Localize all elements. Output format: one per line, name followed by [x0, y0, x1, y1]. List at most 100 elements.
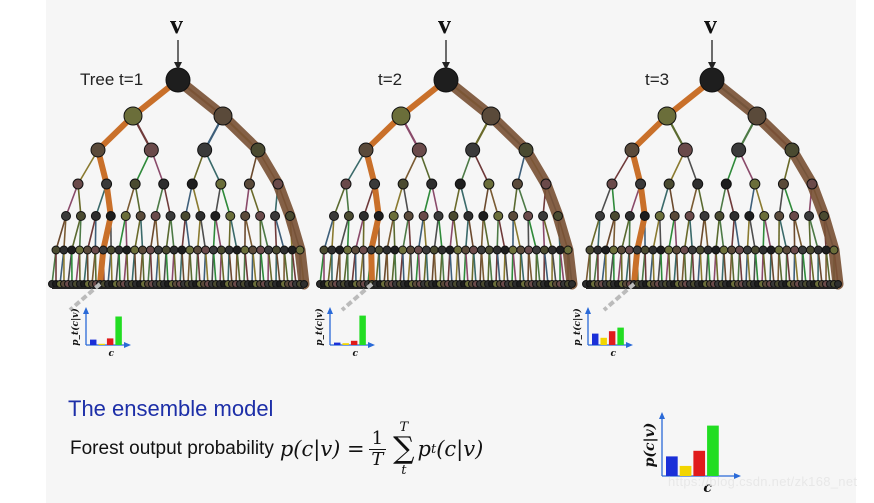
tree-node	[518, 142, 534, 158]
tree-node	[774, 245, 784, 255]
tree-1-hist-bar	[98, 343, 105, 345]
tree-edge	[512, 249, 517, 285]
formula-term: p	[417, 437, 431, 461]
tree-node	[744, 211, 755, 221]
tree-edge	[785, 249, 791, 285]
tree-node	[106, 245, 116, 255]
tree-node	[735, 245, 745, 255]
tree-edge	[683, 249, 687, 285]
tree-edge	[699, 249, 703, 285]
tree-edge	[652, 249, 655, 285]
tree-node	[256, 245, 266, 255]
sum-upper-limit: T	[399, 420, 409, 435]
tree-node	[406, 245, 416, 255]
tree-node	[358, 245, 368, 255]
tree-edge	[126, 249, 129, 285]
tree-edge	[275, 249, 281, 285]
tree-edge	[718, 215, 725, 251]
forest-hist-x-arrow	[734, 473, 741, 479]
tree-edge	[407, 215, 412, 251]
tree-edge	[441, 249, 445, 285]
tree-node	[483, 178, 495, 190]
tree-1-hist-x-label: c	[108, 349, 114, 359]
formula-fraction: 1 T	[368, 428, 387, 470]
tree-edge	[149, 215, 157, 251]
tree-edge	[527, 249, 533, 285]
tree-node	[687, 245, 697, 255]
tree-node	[478, 211, 489, 221]
tree-edge	[386, 249, 389, 285]
formula-lhs: p(c|v) =	[279, 437, 365, 461]
tree-edge	[612, 215, 616, 251]
tree-node	[398, 245, 408, 255]
tree-edge	[189, 249, 193, 285]
tree-3-hist-bar	[608, 331, 616, 345]
tree-edge	[457, 249, 461, 285]
tree-edge	[362, 249, 365, 285]
tree-node	[213, 106, 233, 126]
tree-node	[829, 245, 839, 255]
tree-edge	[196, 249, 201, 285]
tree-node	[98, 245, 108, 255]
tree-edge	[118, 249, 121, 285]
input-arrow-head	[708, 62, 716, 70]
tree-edge	[703, 215, 709, 251]
tree-node	[511, 178, 523, 190]
tree-node	[677, 142, 693, 158]
tree-node	[555, 245, 565, 255]
tree-edge	[459, 183, 470, 217]
tree-node	[208, 245, 218, 255]
formula-term-subscript: t	[430, 441, 437, 457]
tree-node	[101, 178, 113, 190]
tree-node	[145, 245, 155, 255]
tree-node	[90, 245, 100, 255]
tree-edge	[723, 249, 727, 285]
forest-hist-bar	[679, 465, 692, 476]
tree-edge	[527, 215, 530, 251]
tree-1-hist-bar	[106, 338, 114, 345]
tree-edge	[354, 215, 365, 251]
tree-edge	[392, 183, 404, 217]
tree-edge	[196, 215, 202, 251]
tree-node	[369, 178, 381, 190]
tree-edge	[184, 215, 191, 251]
tree-node	[758, 245, 768, 255]
tree-edge	[496, 215, 500, 251]
tree-node	[492, 245, 502, 255]
tree-edge	[394, 249, 397, 285]
tree-node	[143, 142, 159, 158]
tree-node	[524, 245, 534, 255]
tree-edge	[86, 249, 89, 285]
tree-node	[75, 245, 85, 255]
tree-node	[215, 178, 227, 190]
tree-node	[699, 67, 725, 93]
tree-edge	[683, 215, 691, 251]
tree-node	[382, 245, 392, 255]
tree-node	[138, 245, 148, 255]
forest-hist-y-label: p(c|v)	[642, 423, 658, 468]
tree-edge	[746, 215, 751, 251]
tree-edge	[559, 249, 565, 285]
tree-edge	[688, 215, 694, 251]
tree-node	[750, 245, 760, 255]
tree-2-hist-bar	[359, 315, 366, 345]
tree-edge	[793, 215, 796, 251]
tree-edge	[154, 215, 160, 251]
tree-node	[75, 211, 86, 221]
tree-edge	[422, 215, 428, 251]
tree-node	[523, 211, 534, 221]
tree-node	[373, 211, 384, 221]
tree-edge	[274, 215, 278, 251]
forest-hist-bar	[707, 425, 719, 476]
tree-edge	[778, 249, 783, 285]
tree-edge	[251, 249, 257, 285]
tree-node	[720, 178, 732, 190]
tree-edge	[449, 215, 455, 251]
tree-node	[727, 245, 737, 255]
tree-edge	[604, 215, 616, 251]
tree-node	[232, 245, 242, 255]
tree-edge	[86, 215, 97, 251]
tree-edge	[165, 249, 169, 285]
tree-edge	[589, 215, 601, 251]
tree-edge	[165, 215, 172, 251]
